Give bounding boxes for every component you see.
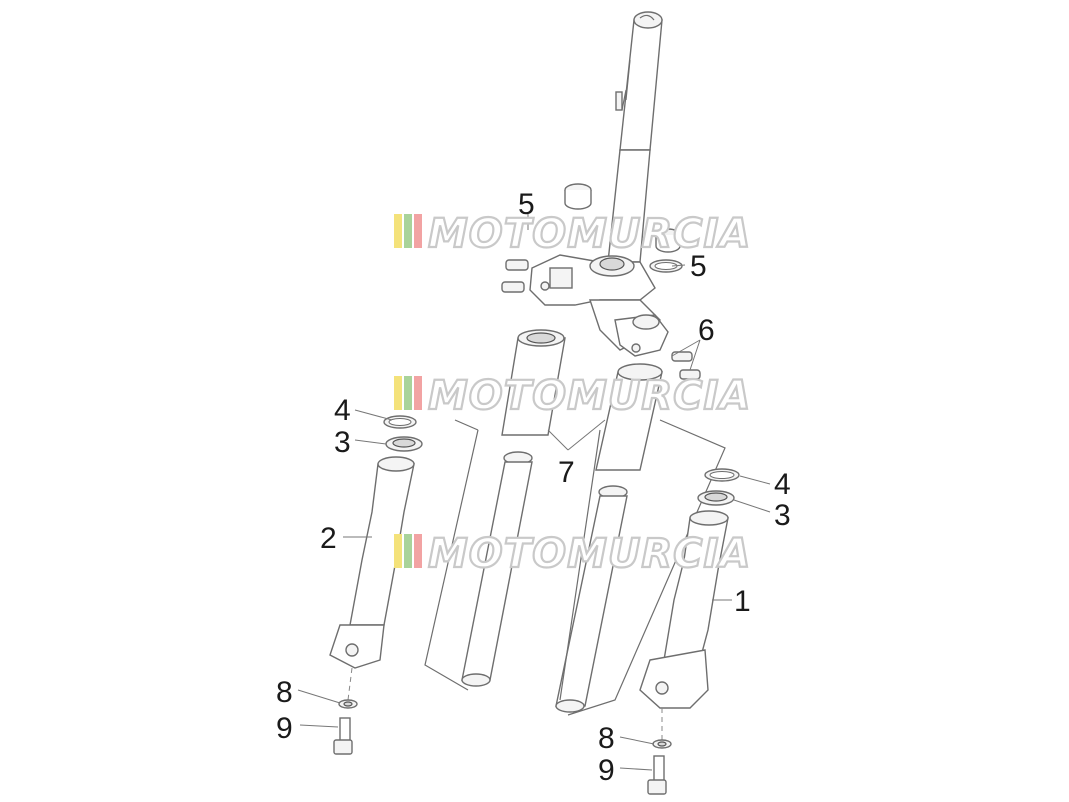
o-ring-5 [649, 259, 683, 273]
washer-right [652, 739, 672, 749]
stem-cap-right [655, 228, 681, 253]
fork-tube-right [555, 363, 663, 713]
callout-3-left: 3 [334, 426, 351, 459]
clamp-bolts-6 [671, 351, 701, 380]
stem-cap-top [564, 183, 592, 210]
callout-4-left: 4 [334, 394, 351, 427]
fork-tube-left [461, 329, 566, 687]
watermark-text: MOTOMURCIA [428, 373, 751, 419]
watermark-bottom: MOTOMURCIA [394, 530, 751, 578]
callout-9-right: 9 [598, 754, 615, 787]
callout-5-right: 5 [690, 250, 707, 283]
callout-9-left: 9 [276, 712, 293, 745]
callout-4-right: 4 [774, 468, 791, 501]
callout-1: 1 [734, 585, 751, 618]
fork-slider-right [639, 468, 740, 709]
callout-7: 7 [558, 456, 575, 489]
watermark-text: MOTOMURCIA [428, 531, 751, 577]
callout-5-top: 5 [518, 188, 535, 221]
watermark-top: MOTOMURCIA [394, 210, 751, 258]
clamp-bolts-left [501, 259, 529, 293]
washer-left [338, 699, 358, 709]
callout-3-right: 3 [774, 499, 791, 532]
bolt-left [333, 717, 353, 755]
callout-6: 6 [698, 314, 715, 347]
fork-slider-left [329, 415, 423, 669]
callout-2: 2 [320, 522, 337, 555]
triple-clamp [529, 254, 669, 357]
callout-8-left: 8 [276, 676, 293, 709]
callout-8-right: 8 [598, 722, 615, 755]
watermark-middle: MOTOMURCIA [394, 372, 751, 420]
watermark-text: MOTOMURCIA [428, 211, 751, 257]
steering-stem [607, 11, 663, 263]
bolt-right [647, 755, 667, 795]
